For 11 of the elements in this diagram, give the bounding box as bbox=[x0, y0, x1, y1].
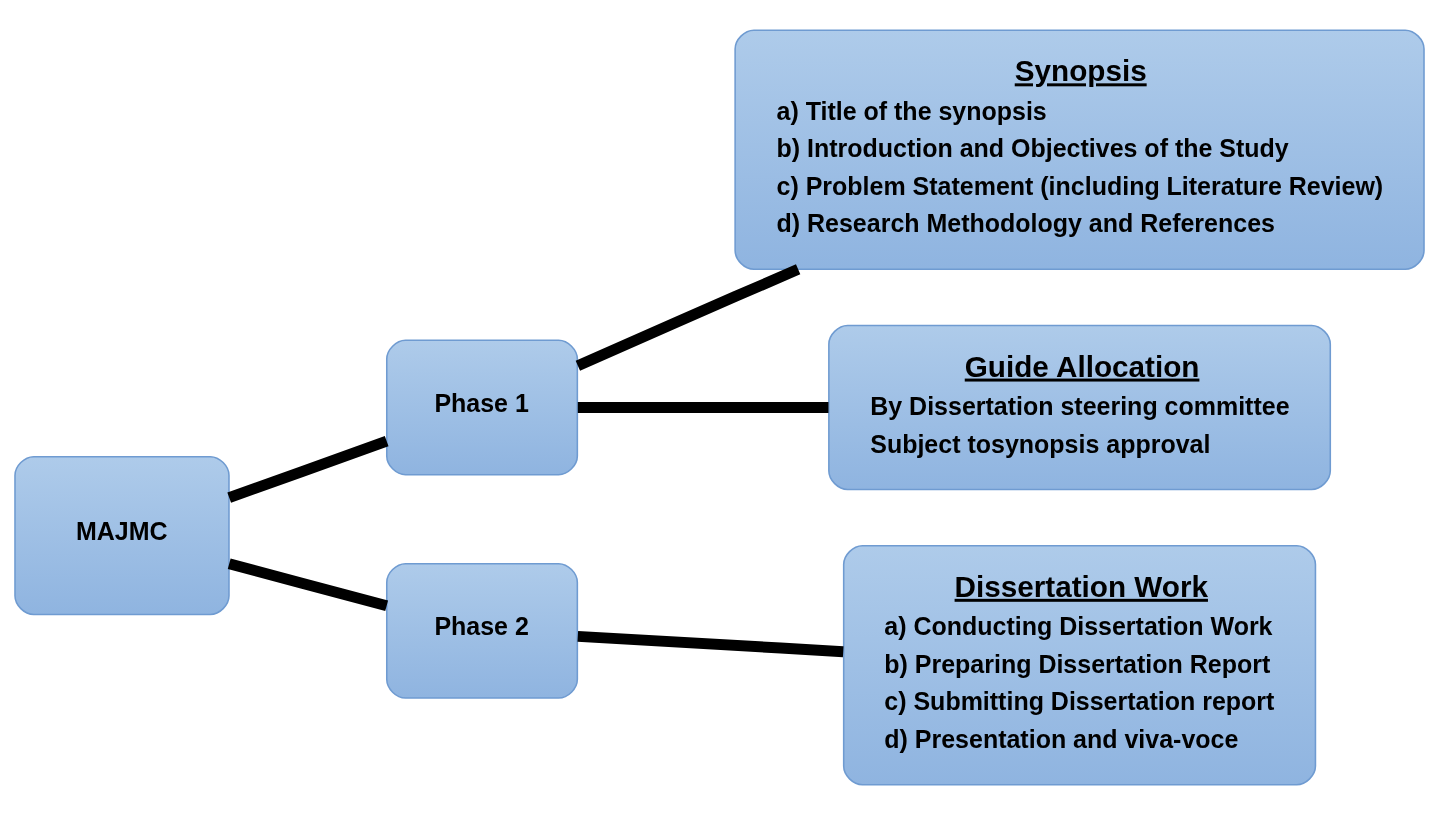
connector bbox=[575, 263, 801, 371]
connector bbox=[227, 435, 389, 503]
node-box: MAJMC bbox=[14, 455, 230, 615]
node-box: Synopsis a) Title of the synopsis b) Introduction and Objectives of the Study c) Problem Statement (including Literature Review) d) Research Methodology and References bbox=[734, 28, 1425, 270]
node-box: Guide Allocation By Dissertation steering committee Subject tosynopsis approval bbox=[828, 324, 1332, 490]
connector bbox=[577, 630, 844, 657]
node-box: Phase 1 bbox=[386, 339, 579, 475]
node-box: Dissertation Work a) Conducting Dissertation Work b) Preparing Dissertation Report c) Submitting Dissertation report d) Presentation and viva-voce bbox=[842, 544, 1317, 786]
node-box: Phase 2 bbox=[386, 562, 579, 699]
connector bbox=[227, 558, 389, 611]
connector bbox=[577, 401, 829, 413]
